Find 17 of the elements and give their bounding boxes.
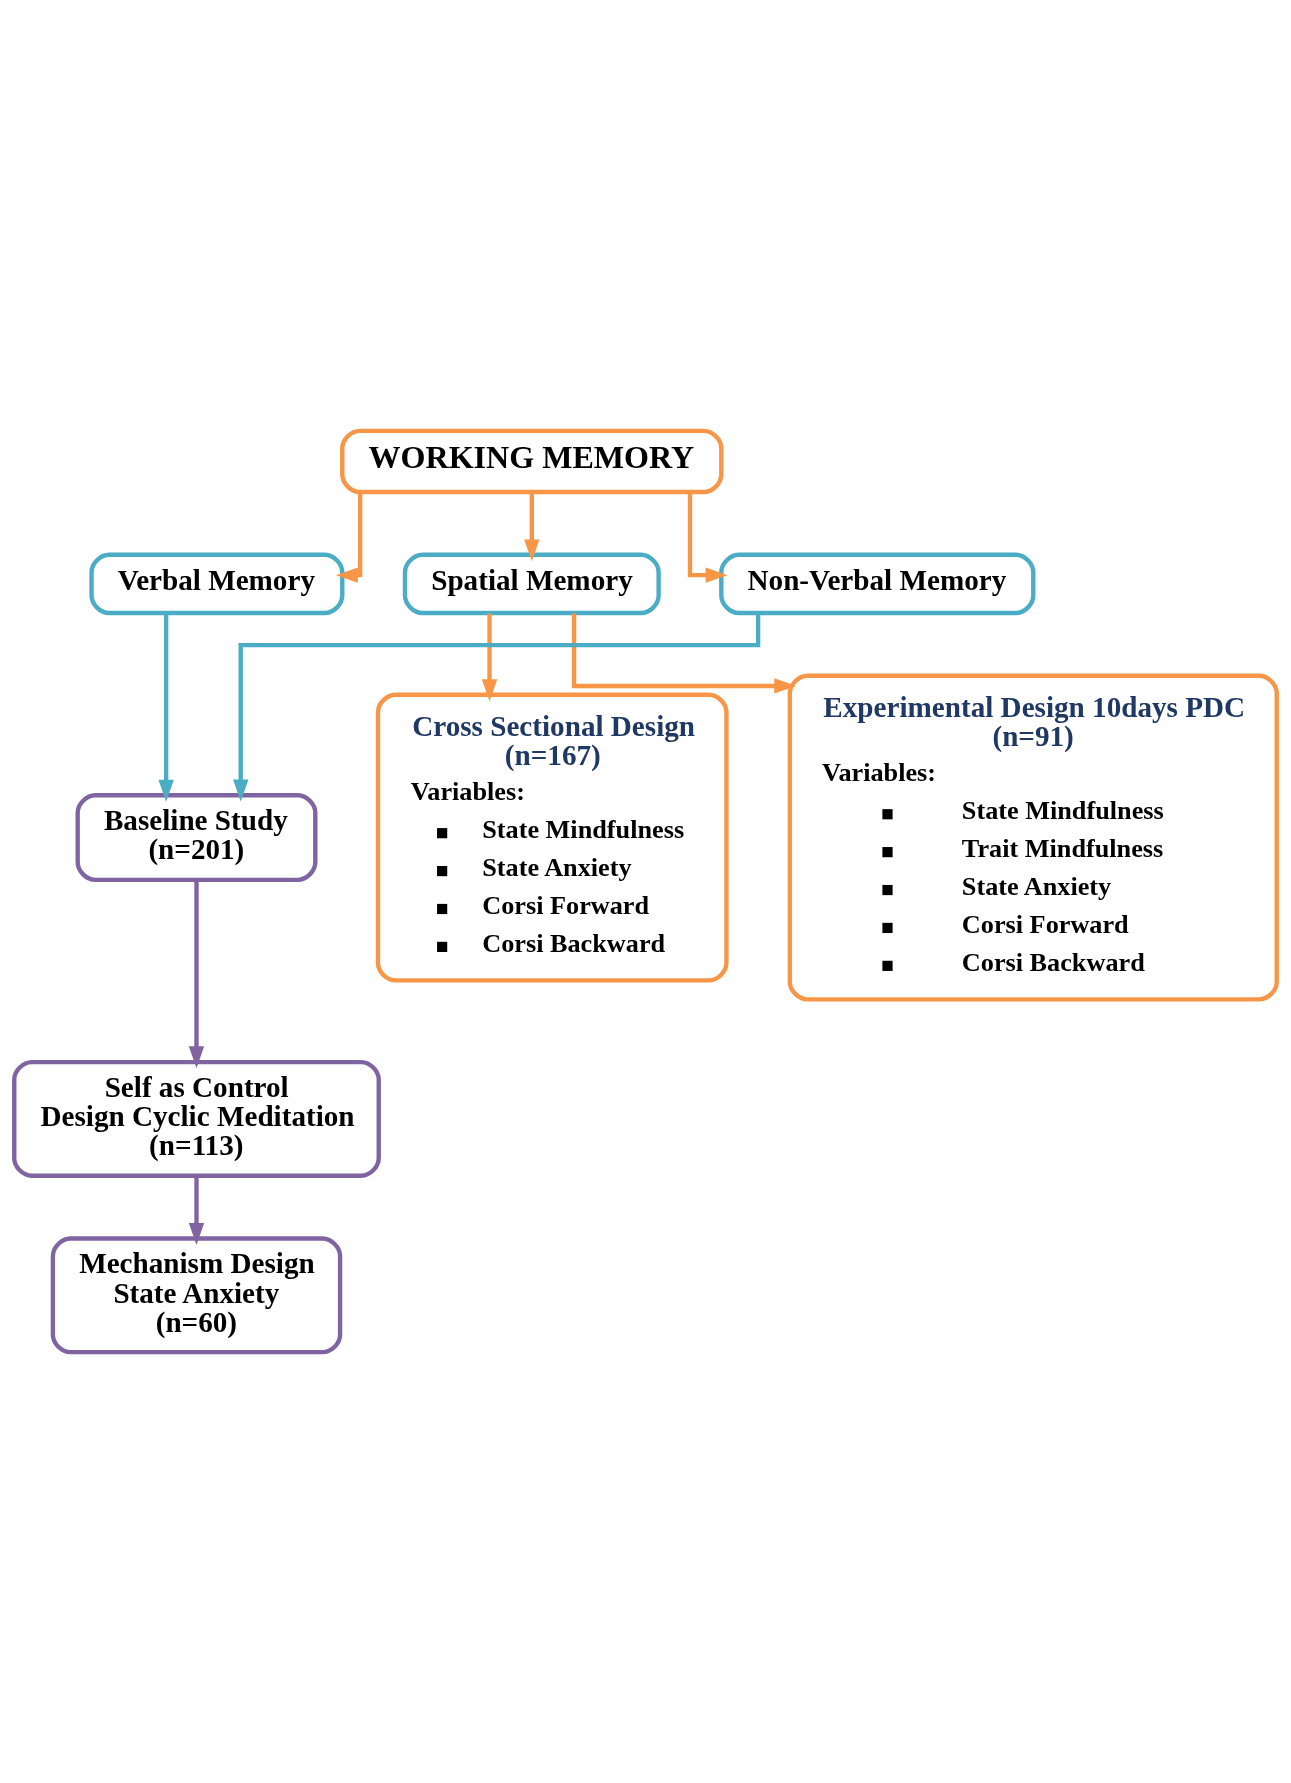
node-box: Verbal Memory bbox=[89, 552, 345, 616]
arrow bbox=[188, 880, 205, 1069]
node-box: Experimental Design 10days PDC (n=91) Variables: State Mindfulness Trait Mindfulness State Anxiety Corsi Forward Corsi Backward bbox=[787, 673, 1279, 1002]
node-box: Spatial Memory bbox=[402, 552, 661, 616]
node-box: Cross Sectional Design (n=167) Variables: State Mindfulness State Anxiety Corsi Forward Corsi Backward bbox=[375, 692, 729, 983]
arrow bbox=[481, 613, 498, 702]
arrow bbox=[524, 492, 540, 562]
arrow bbox=[188, 1176, 205, 1245]
node-box: Baseline Study (n=201) bbox=[75, 793, 318, 883]
node-box: WORKING MEMORY bbox=[340, 428, 724, 495]
node-box: Mechanism Design State Anxiety (n=60) bbox=[50, 1236, 343, 1355]
node-box: Self as Control Design Cyclic Meditation (n=113) bbox=[12, 1059, 381, 1178]
arrow bbox=[571, 613, 797, 694]
arrow bbox=[687, 492, 728, 583]
node-box: Non-Verbal Memory bbox=[719, 552, 1036, 616]
arrow bbox=[158, 613, 174, 802]
arrow bbox=[335, 492, 363, 583]
